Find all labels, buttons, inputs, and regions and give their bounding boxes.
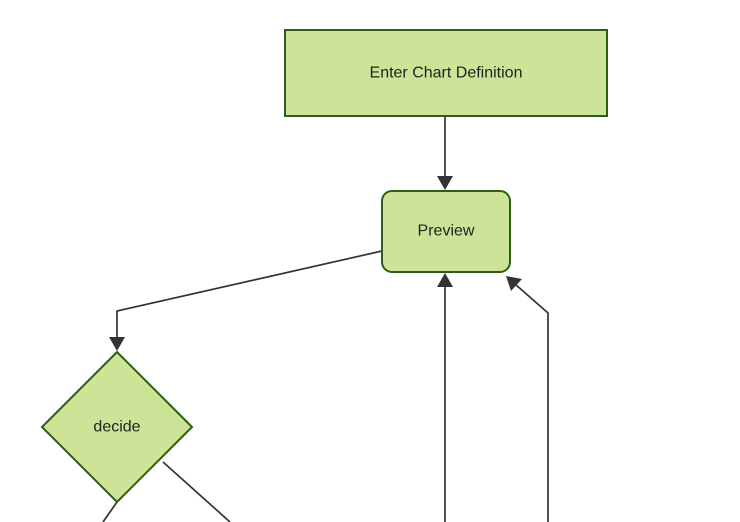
edge-preview-to-decide <box>116 250 383 339</box>
arrowhead-offscreen-to-preview-bottom-icon <box>437 273 453 287</box>
edge-decide-offscreen-bottom-left <box>102 501 118 522</box>
node-decide-label: decide <box>93 419 140 436</box>
node-enter-chart-definition-shape <box>284 29 608 117</box>
node-enter-chart-definition: Enter Chart Definition <box>284 29 608 117</box>
node-enter-chart-definition-label: Enter Chart Definition <box>370 65 523 82</box>
arrowhead-enter-to-preview-icon <box>437 176 453 190</box>
arrowhead-offscreen-to-preview-corner-icon <box>506 276 522 291</box>
arrowhead-preview-to-decide-icon <box>109 337 125 351</box>
edge-offscreen-to-preview-corner <box>514 283 549 522</box>
node-decide: decide <box>40 350 194 504</box>
node-preview-label: Preview <box>418 223 475 240</box>
node-decide-shape <box>40 350 194 504</box>
edge-decide-offscreen-bottom-right <box>162 461 231 522</box>
node-preview: Preview <box>381 190 511 273</box>
node-preview-shape <box>381 190 511 273</box>
